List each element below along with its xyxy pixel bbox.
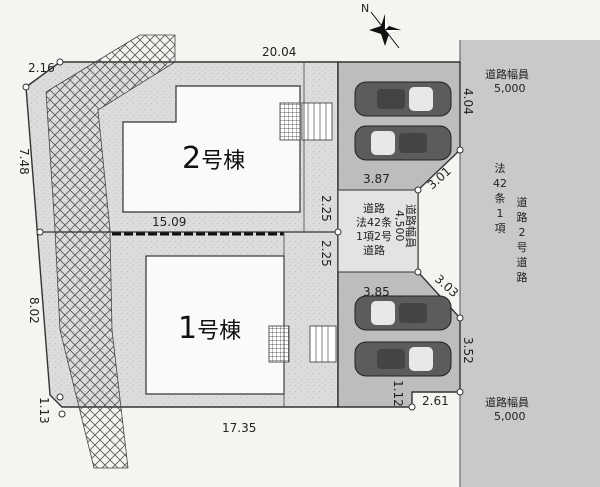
public-road-char: 2	[519, 226, 526, 239]
public-road-bottom-value: 5,000	[494, 410, 526, 423]
building-1	[145, 255, 285, 395]
private-road-line-3: 1項2号	[356, 230, 392, 243]
public-road-char: 項	[495, 222, 506, 235]
private-road-line-2: 法42条	[356, 215, 392, 229]
private-road-label: 道路 法42条 1項2号 道路	[356, 201, 392, 257]
dim-top: 20.04	[262, 45, 296, 59]
building-1-label: 1号棟	[178, 311, 241, 346]
dim-top-left: 2.16	[28, 61, 55, 75]
building-2-grid	[279, 102, 301, 141]
car-icon	[354, 295, 452, 331]
public-road-bottom-label: 道路幅員	[485, 395, 529, 409]
dim-middle: 15.09	[152, 215, 186, 229]
building-2-number: 2	[182, 141, 201, 176]
building-1-suffix: 号棟	[197, 319, 241, 344]
dim-gap-upper: 2.25	[319, 195, 333, 222]
dim-bottom: 17.35	[222, 421, 256, 435]
public-road-top-label: 道路幅員	[485, 67, 529, 81]
private-road-width-value: 4,500	[393, 210, 406, 242]
dim-bottom-right: 2.61	[422, 394, 449, 408]
car-icon	[354, 81, 452, 117]
public-road-char: 条	[495, 191, 506, 205]
building-1-number: 1	[178, 311, 197, 346]
public-road-char: 法	[495, 161, 506, 175]
north-compass-icon: N	[361, 2, 401, 49]
building-2-label: 2号棟	[182, 141, 245, 176]
public-road-char: 道	[517, 255, 528, 269]
building-2-suffix: 号棟	[201, 149, 245, 174]
car-icon	[354, 125, 452, 161]
parked-cars	[354, 81, 452, 377]
building-1-steps	[309, 325, 337, 363]
dim-upper-width: 3.87	[363, 172, 390, 186]
dim-left-middle: 8.02	[27, 297, 41, 324]
private-road-line-4: 道路	[363, 243, 385, 257]
dim-gap-lower: 2.25	[319, 240, 333, 267]
dim-bottom-small: 1.12	[391, 380, 405, 407]
public-road-char: 号	[517, 241, 528, 254]
dim-right-lower: 3.52	[461, 337, 475, 364]
public-road	[460, 40, 600, 487]
public-road-char: 路	[517, 211, 528, 224]
compass-label: N	[361, 2, 369, 15]
public-road-char: 42	[493, 177, 507, 190]
public-road-char: 路	[517, 271, 528, 284]
survey-points	[22, 58, 464, 418]
public-road-char: 1	[497, 207, 504, 220]
hatched-strip	[45, 34, 176, 469]
building-2-steps	[301, 102, 333, 141]
private-road-line-1: 道路	[363, 201, 385, 215]
dim-right-top: 4.04	[461, 88, 475, 115]
car-icon	[354, 341, 452, 377]
building-2	[122, 85, 301, 213]
dim-left-upper: 7.48	[17, 148, 31, 175]
dim-lower-width: 3.85	[363, 285, 390, 299]
private-road-width-label: 道路幅員	[404, 204, 418, 248]
dim-left-lower: 1.13	[37, 397, 51, 424]
public-road-char: 道	[517, 195, 528, 209]
public-road-top-value: 5,000	[494, 82, 526, 95]
building-1-grid	[268, 325, 290, 363]
